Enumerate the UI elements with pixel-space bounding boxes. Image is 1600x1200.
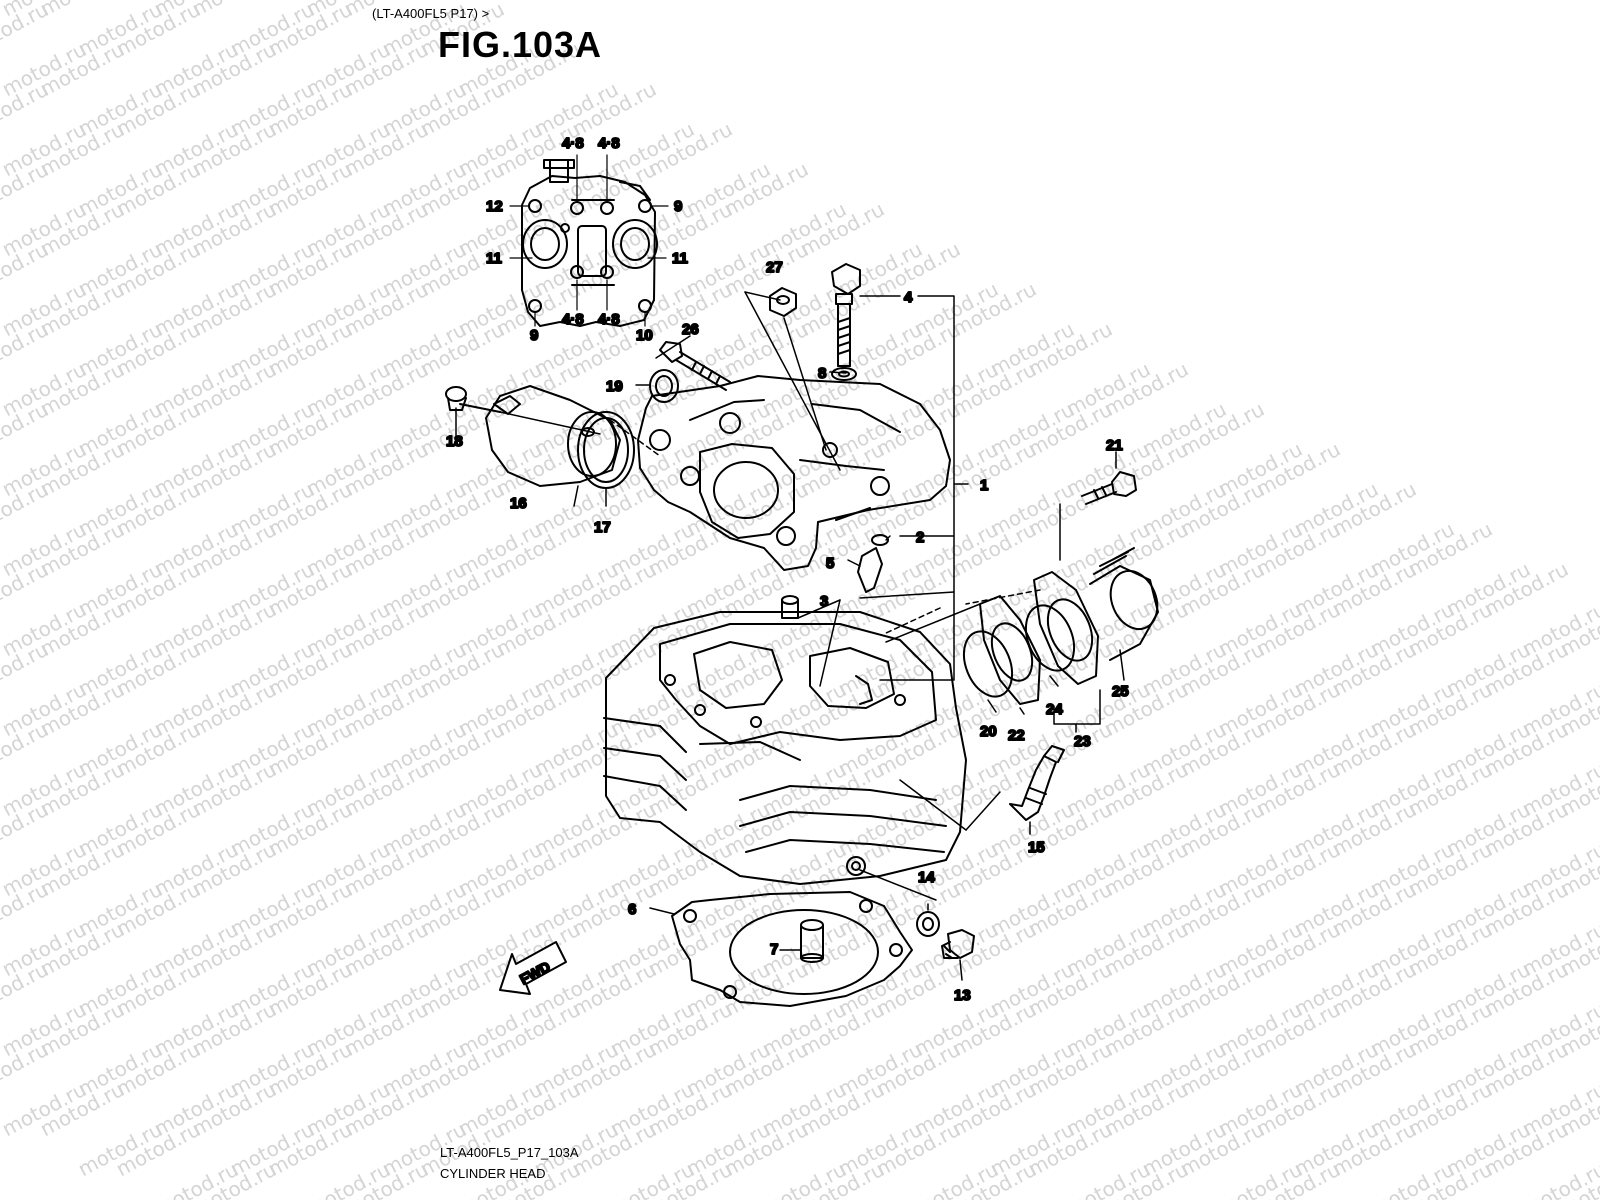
header-subtitle: (LT-A400FL5 P17) > bbox=[372, 6, 490, 21]
callout-25: 25 bbox=[1112, 683, 1129, 700]
washer-8 bbox=[831, 367, 857, 381]
callout-22: 22 bbox=[1008, 727, 1025, 744]
inset-callout-4-8-top-left: 4·8 bbox=[562, 135, 584, 152]
head-cover bbox=[637, 375, 951, 571]
stud-26 bbox=[659, 341, 731, 391]
callout-labels: 1 2 3 4 5 6 7 8 13 14 15 16 17 18 19 20 … bbox=[445, 134, 1130, 1005]
callout-14: 14 bbox=[918, 869, 935, 886]
plug-13 bbox=[941, 929, 975, 959]
callout-26: 26 bbox=[682, 321, 699, 338]
callout-20: 20 bbox=[980, 723, 997, 740]
inset-leader-lines bbox=[509, 154, 669, 327]
inset-callout-9-bottom: 9 bbox=[530, 327, 538, 344]
o-ring-17 bbox=[577, 411, 635, 489]
bolt-18 bbox=[445, 386, 501, 413]
inset-callout-4-8-bottom-left: 4·8 bbox=[562, 311, 584, 328]
callout-19: 19 bbox=[606, 378, 623, 395]
valve-5 bbox=[857, 547, 883, 593]
leader-lines bbox=[455, 291, 1125, 981]
callout-2: 2 bbox=[916, 529, 924, 546]
callout-6: 6 bbox=[628, 901, 636, 918]
inset-callout-4-8-bottom-right: 4·8 bbox=[598, 311, 620, 328]
bolt-21 bbox=[1081, 471, 1137, 505]
washer-14 bbox=[916, 911, 940, 937]
o-ring-20 bbox=[962, 630, 1014, 698]
callout-27: 27 bbox=[766, 259, 783, 276]
cylinder-head bbox=[603, 595, 967, 885]
clip-2 bbox=[871, 534, 889, 546]
callout-7: 7 bbox=[770, 941, 778, 958]
inset-callout-9-right: 9 bbox=[674, 198, 682, 215]
callout-23: 23 bbox=[1074, 733, 1091, 750]
inset-callout-11-right: 11 bbox=[672, 250, 688, 267]
spark-plug-15 bbox=[1009, 745, 1065, 821]
callout-13: 13 bbox=[954, 987, 971, 1004]
callout-17: 17 bbox=[594, 519, 611, 536]
callout-16: 16 bbox=[510, 495, 527, 512]
callout-5: 5 bbox=[826, 555, 834, 572]
callout-24: 24 bbox=[1046, 701, 1063, 718]
diagram-code: LT-A400FL5_P17_103A bbox=[440, 1145, 579, 1160]
dowel-pin-7 bbox=[800, 919, 824, 963]
callout-3: 3 bbox=[820, 593, 828, 610]
inset-callout-11-left: 11 bbox=[486, 250, 502, 267]
intake-pipe-25 bbox=[1033, 547, 1159, 685]
callout-18: 18 bbox=[446, 433, 463, 450]
head-cover-inset bbox=[521, 159, 658, 327]
cap-16 bbox=[485, 385, 621, 487]
callout-15: 15 bbox=[1028, 839, 1045, 856]
callout-21: 21 bbox=[1106, 437, 1123, 454]
inset-callout-4-8-top-right: 4·8 bbox=[598, 135, 620, 152]
inset-callout-12: 12 bbox=[486, 198, 503, 215]
bolt-4 bbox=[831, 263, 861, 367]
head-gasket bbox=[671, 891, 913, 1007]
nut-27 bbox=[769, 287, 797, 317]
diagram-caption: CYLINDER HEAD bbox=[440, 1166, 546, 1181]
inset-callout-10: 10 bbox=[636, 327, 653, 344]
oil-seal-19 bbox=[649, 369, 679, 403]
callout-4: 4 bbox=[904, 289, 913, 306]
forward-arrow: FWD bbox=[499, 941, 567, 995]
callout-8: 8 bbox=[818, 365, 826, 382]
callout-1: 1 bbox=[980, 477, 988, 494]
figure-title: FIG.103A bbox=[438, 24, 603, 65]
